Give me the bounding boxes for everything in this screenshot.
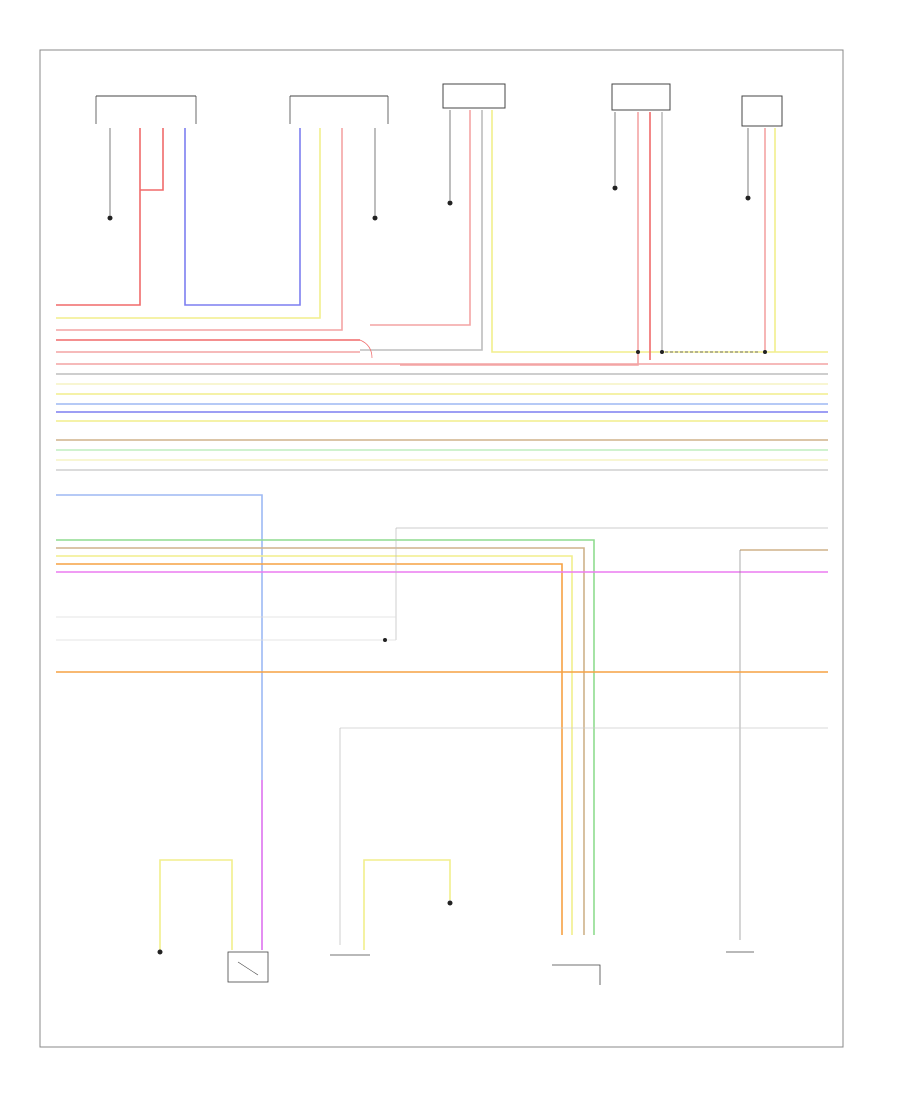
bus-lower	[56, 494, 828, 950]
bus-middle	[56, 439, 828, 471]
connector-c5	[741, 95, 783, 127]
diagram-border	[39, 49, 844, 1048]
component-b5	[552, 964, 601, 985]
connector-c4	[611, 83, 671, 111]
component-b1	[157, 859, 233, 955]
component-b4	[447, 900, 453, 906]
connector-c2	[289, 95, 389, 124]
connector-c3	[442, 83, 506, 109]
connector-c1	[95, 95, 197, 124]
component-b3	[330, 859, 451, 956]
top-vertical-wires	[56, 110, 828, 366]
bus-upper	[56, 339, 828, 422]
component-b2	[227, 951, 269, 983]
